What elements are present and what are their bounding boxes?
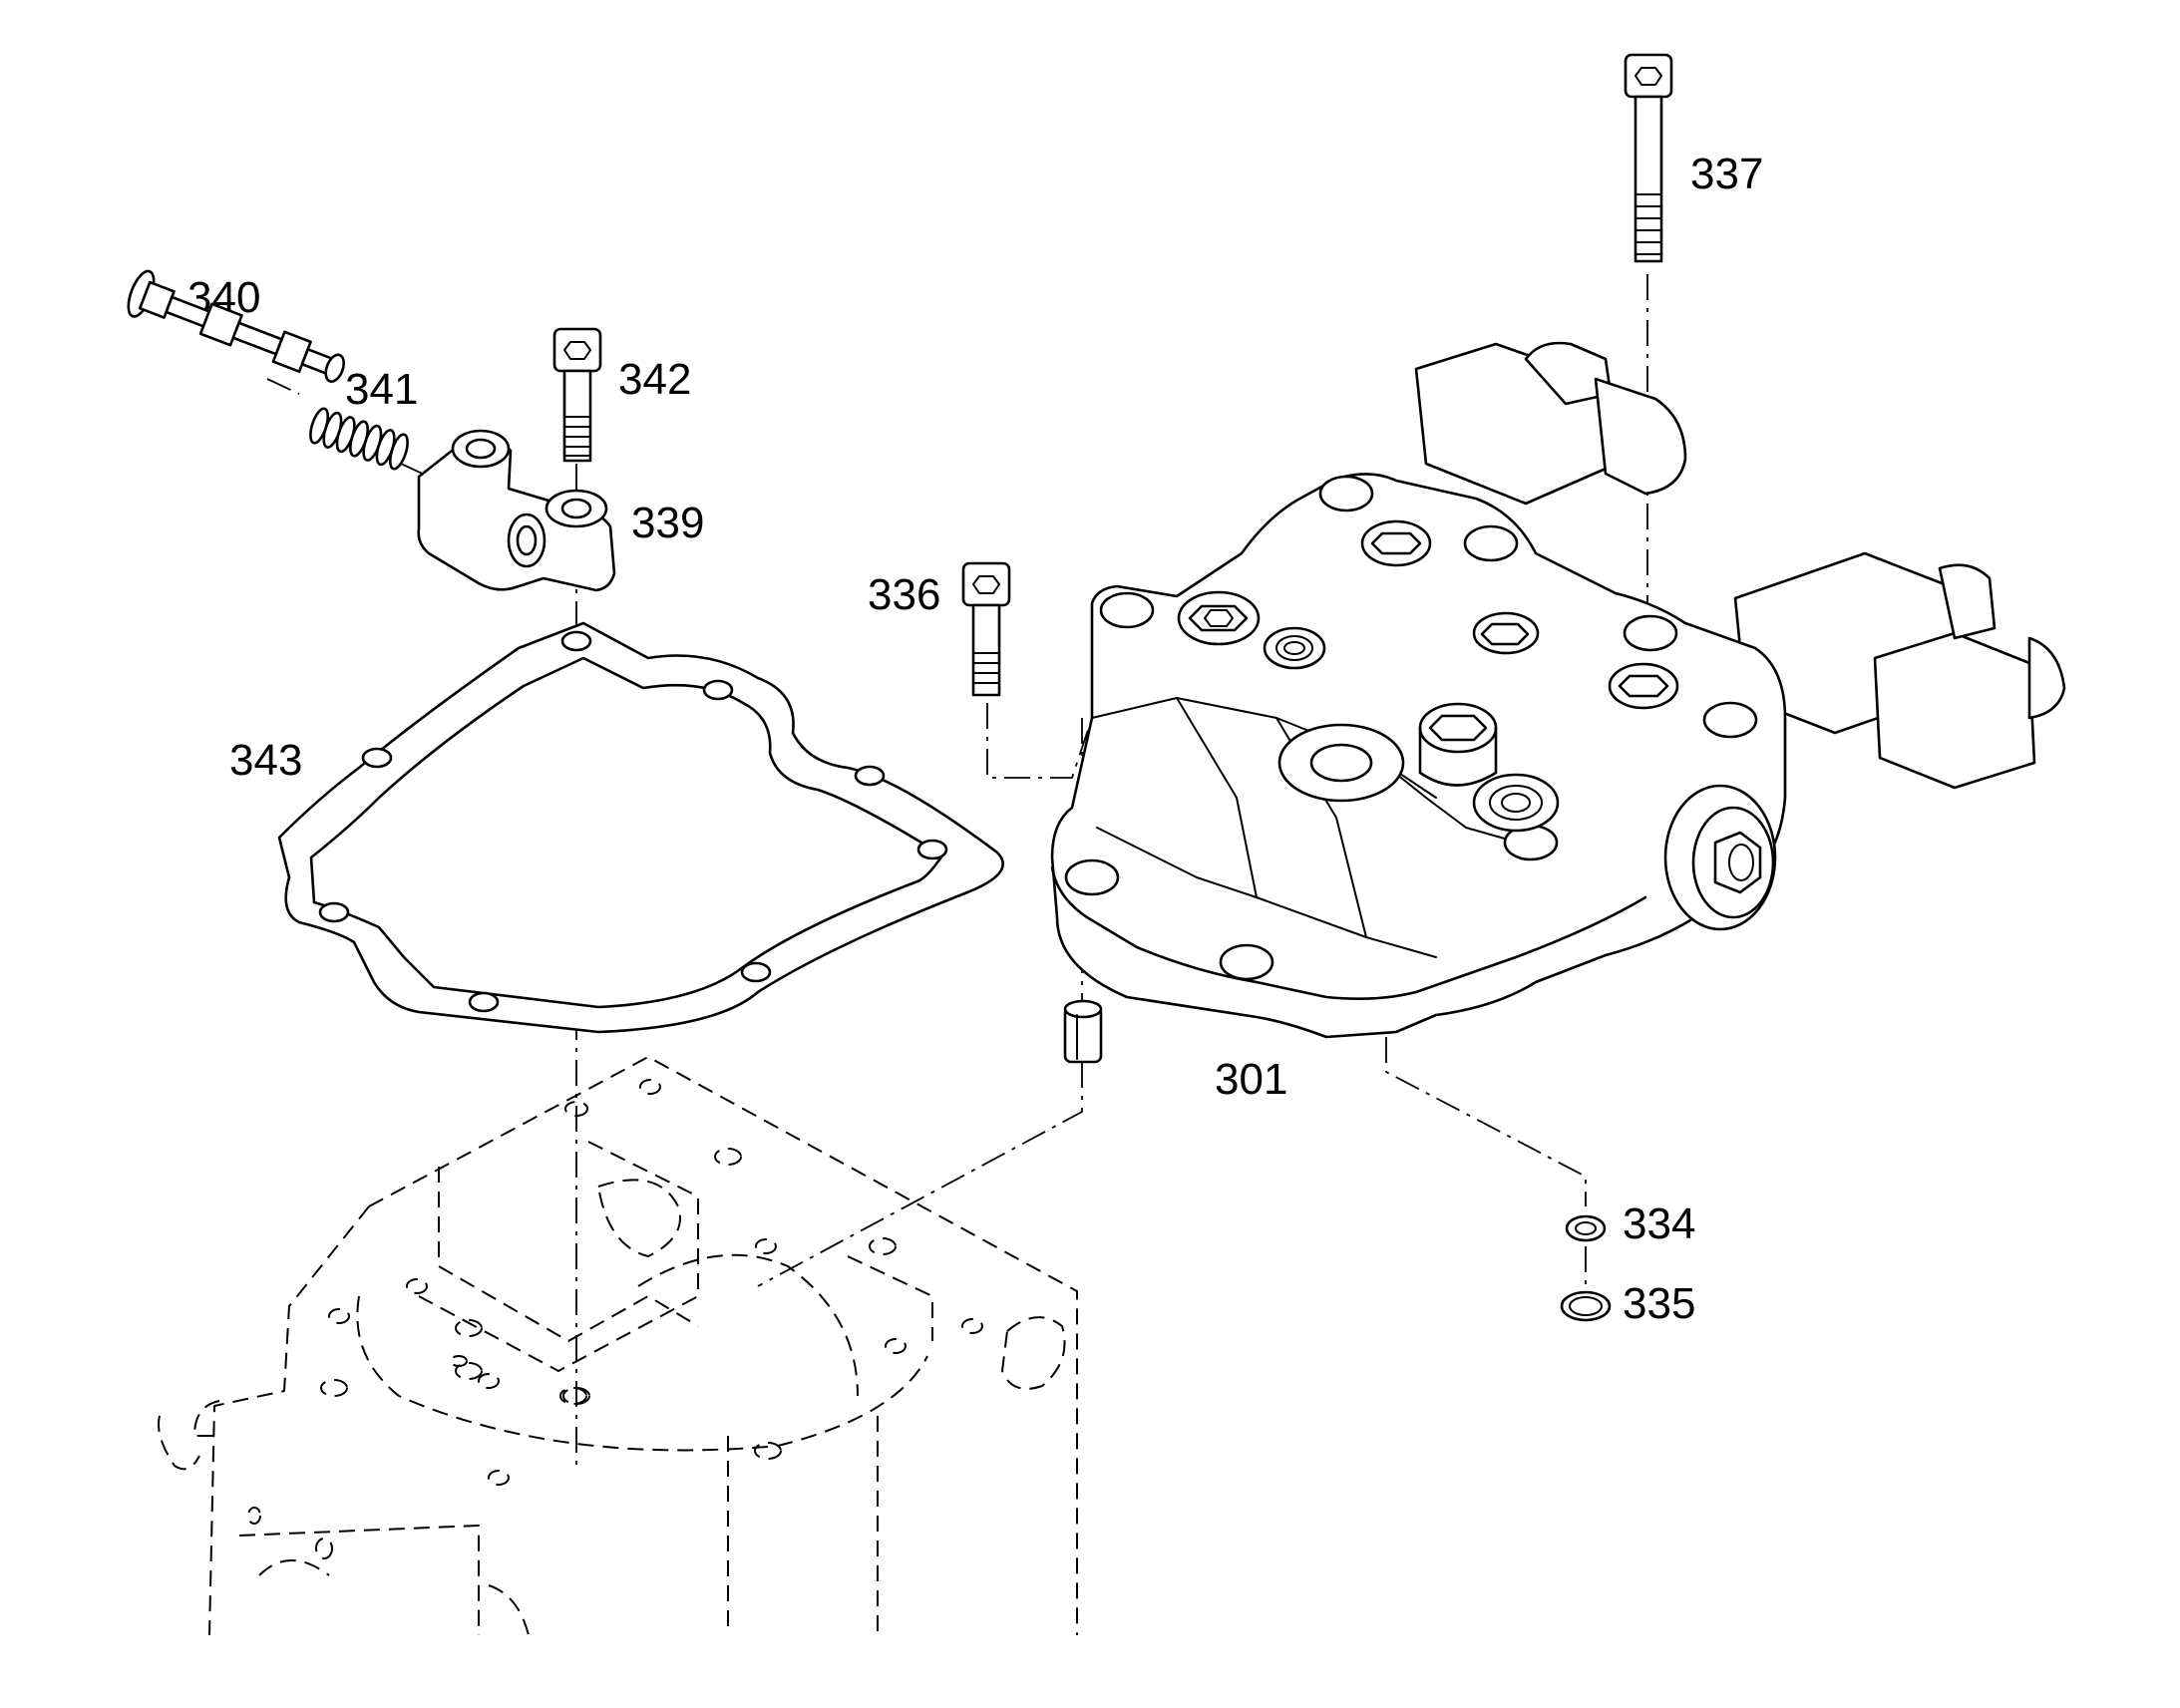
valve-body-339: [417, 429, 616, 592]
transmission-case-hidden: [158, 1056, 1078, 1636]
callout-334: 334: [1623, 1199, 1695, 1248]
spool-end: [324, 353, 345, 383]
leader-340-341: [266, 378, 300, 395]
hex-socket-icon: [1635, 67, 1662, 86]
case-bore-arc-2: [637, 1253, 859, 1397]
bolt-337-head: [1624, 53, 1673, 99]
gasket-343: [277, 621, 1004, 1034]
dowel-top: [1063, 999, 1103, 1019]
solenoid-right-cap: [1938, 563, 1997, 640]
callout-337: 337: [1690, 150, 1763, 198]
callout-342: 342: [618, 355, 691, 404]
housing-mounting-holes: [1064, 475, 1758, 981]
case-inner-rib: [418, 1141, 699, 1372]
housing-side-plug: [1663, 784, 1777, 931]
o-ring-334: [1565, 1214, 1607, 1242]
housing-hex-plugs: [1177, 519, 1679, 787]
case-bolt-holes: [247, 1079, 983, 1559]
leader-dowel-housing: [757, 1062, 1083, 1287]
case-left-lug: [193, 1400, 220, 1437]
bolt-336: [961, 561, 1011, 697]
bolt-337-shank: [1634, 95, 1663, 263]
spring-341: [309, 407, 409, 471]
solenoid-right-coil: [1873, 631, 2036, 790]
leader-301-334: [1385, 1037, 1587, 1206]
leader-336: [986, 703, 1093, 779]
callout-339: 339: [631, 499, 704, 547]
hex-socket-icon: [972, 575, 1000, 594]
bolt-337-thread: [1635, 193, 1662, 255]
valve-body-mount-hole: [560, 498, 592, 519]
housing-facet-line-4: [1096, 827, 1437, 958]
case-bore-arc: [356, 1295, 928, 1452]
housing-flange-edge: [1050, 865, 1647, 1000]
callout-343: 343: [229, 736, 302, 785]
bolt-336-thread: [972, 652, 1000, 684]
callout-335: 335: [1623, 1279, 1695, 1328]
dowel-pin: [1063, 999, 1103, 1064]
housing-facet-line-2: [1176, 697, 1258, 898]
housing-facet-line-5: [1375, 757, 1537, 849]
gasket-bolt-holes: [318, 630, 948, 1013]
valve-body-bore: [465, 438, 497, 460]
valve-body-port-bore: [516, 524, 538, 556]
case-lower-arc: [258, 1559, 330, 1576]
spool-340: [127, 269, 345, 383]
case-lower-ledge: [238, 1525, 480, 1635]
housing-boss-stem: [1418, 726, 1498, 787]
bolt-342-thread: [563, 416, 591, 457]
case-top-right-edge: [368, 1056, 1078, 1635]
callout-301: 301: [1215, 1055, 1287, 1104]
bolt-336-head: [961, 561, 1011, 607]
bolt-336-shank: [971, 603, 1001, 697]
valve-body-port: [507, 512, 546, 568]
solenoid-upper-connector: [1594, 377, 1687, 496]
valve-body-mount-ear: [545, 489, 608, 528]
housing-ports: [1263, 626, 1560, 833]
bolt-342-head: [552, 327, 602, 373]
case-lower-curve: [488, 1584, 530, 1636]
case-inner-pocket: [438, 1167, 699, 1342]
callout-336: 336: [868, 570, 940, 619]
spool-stem-2: [231, 321, 283, 356]
case-left-bracket: [158, 1415, 200, 1471]
bolt-342: [552, 327, 602, 463]
gasket-inner-opening: [309, 656, 944, 1009]
case-right-step: [847, 1255, 933, 1341]
control-valve-301: [1050, 341, 2066, 1039]
valve-body-boss: [451, 429, 511, 469]
bolt-337: [1624, 53, 1673, 263]
case-port: [597, 1179, 681, 1257]
callout-labels: 337 340 341 342 339 336 343 301 334 335: [187, 150, 1763, 1328]
callout-341: 341: [345, 365, 418, 414]
case-right-lug: [1001, 1316, 1066, 1390]
solenoid-right-connector: [2027, 636, 2066, 720]
case-left-edge: [208, 1205, 370, 1636]
o-ring-335: [1560, 1290, 1612, 1322]
hex-socket-icon: [563, 341, 591, 360]
